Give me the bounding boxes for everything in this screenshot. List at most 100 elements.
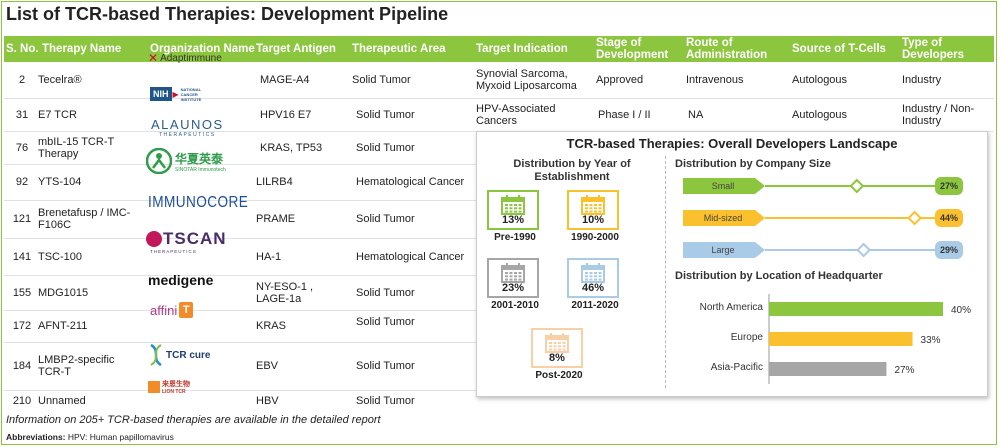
row-target-antigen: KRAS, TP53 <box>260 141 323 154</box>
header-sno: S. No. <box>6 43 39 55</box>
header-source: Source of T-Cells <box>792 43 886 55</box>
year-bucket-label: 2011-2020 <box>571 300 619 311</box>
row-sno: 172 <box>12 320 32 332</box>
footer-note: Information on 205+ TCR-based therapies … <box>6 414 381 426</box>
row-developer: Industry / Non-Industry <box>902 102 975 127</box>
row-source: Autologous <box>792 108 848 121</box>
header-route: Route of Administration <box>686 37 768 61</box>
size-category-arrow <box>683 178 765 194</box>
location-bar <box>769 362 887 376</box>
row-target-antigen: HBV <box>256 395 279 407</box>
row-sno: 92 <box>15 176 29 188</box>
size-chart-title: Distribution by Company Size <box>675 158 831 170</box>
row-target-antigen: LILRB4 <box>256 176 293 188</box>
row-therapy-name: Unnamed <box>38 395 86 407</box>
logo-adaptimmune: ✕ Adaptimmune <box>148 51 222 65</box>
row-sno: 31 <box>15 108 29 121</box>
logo-medigene: medigene <box>148 272 214 288</box>
developers-landscape-panel: TCR-based Therapies: Overall Developers … <box>476 131 988 397</box>
row-therapeutic-area: Solid Tumor <box>356 213 415 225</box>
header-target-antigen: Target Antigen <box>256 43 336 55</box>
size-category-arrow <box>683 210 765 226</box>
nih-arrow-icon: ▶ <box>172 89 179 99</box>
logo-tscan: TSCAN THERAPEUTICS <box>146 229 227 254</box>
size-value-pill <box>935 241 963 259</box>
calendar-icon <box>581 195 605 215</box>
header-target-indication: Target Indication <box>476 43 568 55</box>
row-route: NA <box>688 108 704 121</box>
row-therapy-name: Tecelra® <box>38 74 82 86</box>
size-value-label: 44% <box>940 213 958 223</box>
row-therapy-name: YTS-104 <box>38 176 82 188</box>
row-target-indication: Synovial Sarcoma, Myxoid Liposarcoma <box>476 68 577 92</box>
row-sno: 184 <box>12 360 32 372</box>
calendar-icon <box>545 333 569 353</box>
year-bucket-label: 2001-2010 <box>491 300 539 311</box>
header-therapy-name: Therapy Name <box>42 43 122 55</box>
calendar-icon <box>501 263 525 283</box>
year-bucket-label: 1990-2000 <box>571 232 619 243</box>
size-value-pill <box>935 209 963 227</box>
row-therapeutic-area: Hematological Cancer <box>356 176 465 188</box>
location-category-label: Asia-Pacific <box>711 362 763 373</box>
size-value-marker <box>856 242 872 258</box>
year-bucket-value: 8% <box>549 352 565 364</box>
header-stage: Stage of Development <box>596 37 669 61</box>
row-therapeutic-area: Solid Tumor <box>356 108 415 121</box>
year-bucket-label: Post-2020 <box>535 370 583 381</box>
logo-affini: affini T <box>150 302 194 318</box>
calendar-icon <box>501 195 525 215</box>
year-bucket-box: 23% <box>487 258 539 298</box>
logo-alaunos: ALAUNOS THERAPEUTICS <box>151 117 224 138</box>
logo-tcrcure: TCR cure <box>148 343 210 367</box>
table-header <box>4 36 994 62</box>
row-therapeutic-area: Solid Tumor <box>356 141 415 154</box>
row-source: Autologous <box>792 74 848 86</box>
row-therapy-name: Brenetafusp / IMC-F106C <box>38 207 131 231</box>
size-value-label: 27% <box>940 181 958 191</box>
row-therapeutic-area: Solid Tumor <box>356 286 415 299</box>
location-category-label: North America <box>700 302 764 313</box>
affini-t-mark-icon: T <box>179 302 194 318</box>
row-target-antigen: KRAS <box>256 320 286 332</box>
row-target-antigen: PRAME <box>256 213 296 225</box>
lion-mark-icon <box>148 381 160 393</box>
year-bucket-box: 8% <box>531 328 583 368</box>
table-row <box>4 164 488 201</box>
row-therapeutic-area: Solid Tumor <box>352 74 411 86</box>
row-therapeutic-area: Solid Tumor <box>356 395 415 407</box>
size-category-label: Mid-sized <box>704 213 743 223</box>
logo-nih: NIH ▶ NATIONAL CANCER INSTITUTE <box>150 84 209 104</box>
table-row <box>4 342 488 391</box>
location-value-label: 27% <box>894 365 914 376</box>
row-sno: 155 <box>12 286 32 299</box>
row-therapy-name: MDG1015 <box>38 286 89 299</box>
year-bucket-value: 46% <box>581 282 605 294</box>
year-bucket-box: 46% <box>567 258 619 298</box>
adaptimmune-mark-icon: ✕ <box>148 51 159 65</box>
table-row <box>4 310 488 343</box>
location-bar <box>769 302 943 316</box>
row-stage: Phase I / II <box>598 108 651 121</box>
location-value-label: 40% <box>951 305 971 316</box>
table-row <box>4 275 488 311</box>
row-therapeutic-area: Solid Tumor <box>356 360 415 372</box>
tscan-mark-icon <box>146 231 162 247</box>
row-therapy-name: AFNT-211 <box>38 320 88 332</box>
logo-sinotar: 华夏英泰 SINOTAR Immunotech <box>146 148 226 174</box>
year-bucket-value: 13% <box>501 214 525 226</box>
size-value-marker <box>849 178 865 194</box>
table-row <box>4 200 488 239</box>
size-value-pill <box>935 177 963 195</box>
row-therapy-name: TSC-100 <box>38 250 83 263</box>
year-chart-title: Distribution by Year of Establishment <box>513 158 631 183</box>
location-chart-title: Distribution by Location of Headquarter <box>675 270 883 282</box>
row-target-antigen: MAGE-A4 <box>260 74 310 86</box>
panel-title: TCR-based Therapies: Overall Developers … <box>566 136 898 151</box>
year-bucket-label: Pre-1990 <box>494 232 536 243</box>
header-developers: Type of Developers <box>902 37 965 61</box>
row-sno: 2 <box>18 74 26 86</box>
size-category-label: Large <box>711 245 734 255</box>
